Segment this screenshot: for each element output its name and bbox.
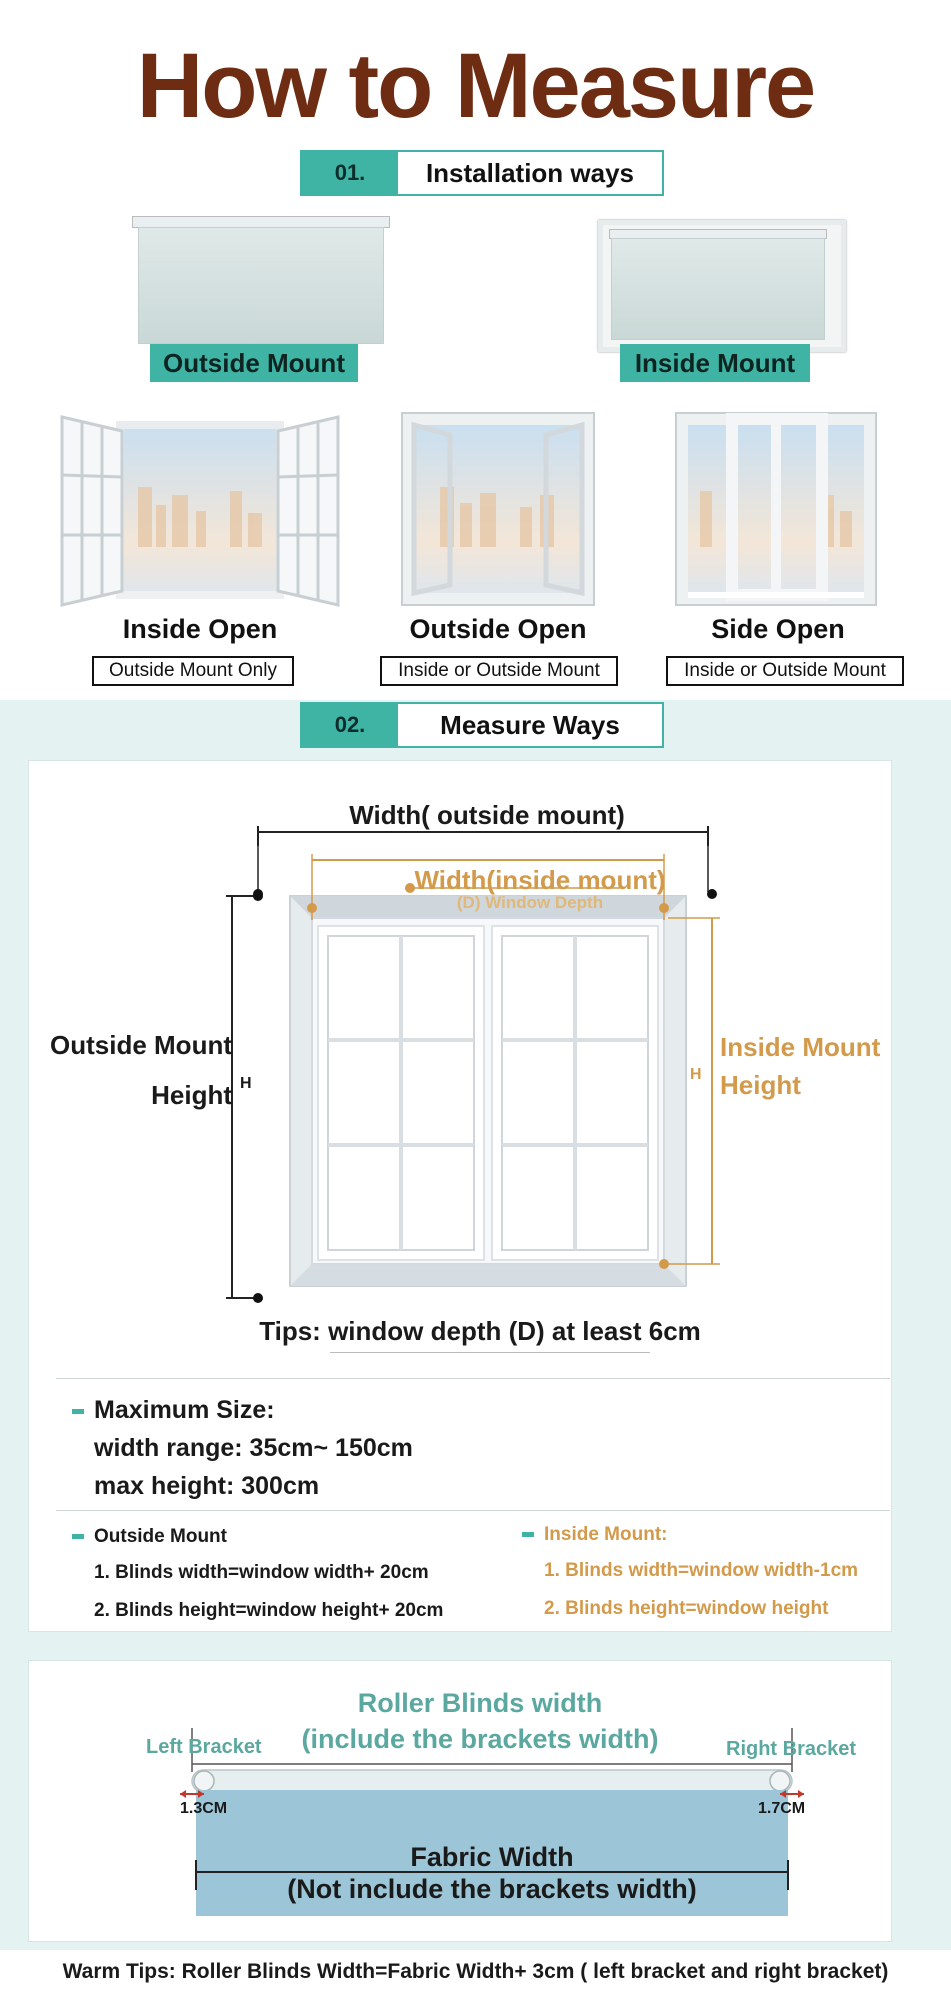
page-title: How to Measure bbox=[136, 35, 816, 137]
window-types-illustration bbox=[60, 412, 877, 607]
inside-open-note: Outside Mount Only bbox=[92, 656, 294, 686]
max-size-heading-text: Maximum Size: bbox=[94, 1396, 275, 1424]
max-height: max height: 300cm bbox=[94, 1472, 320, 1500]
roller-blinds-width-title: Roller Blinds width bbox=[357, 1688, 603, 1718]
roller-blinds-diagram bbox=[180, 1728, 804, 1916]
section-label: Measure Ways bbox=[440, 709, 620, 740]
width-outside-mount-label: Width( outside mount) bbox=[349, 800, 625, 830]
bullet-icon bbox=[72, 1534, 84, 1540]
section-header-installation: 01. Installation ways bbox=[300, 150, 664, 196]
outside-open-label: Outside Open bbox=[409, 614, 587, 644]
max-width-range: width range: 35cm~ 150cm bbox=[94, 1434, 413, 1462]
section-header-measure: 02. Measure Ways bbox=[300, 702, 664, 748]
left-bracket-label: Left Bracket bbox=[146, 1736, 262, 1758]
inside-mount-height-label-2: Height bbox=[720, 1070, 801, 1100]
right-bracket-label: Right Bracket bbox=[726, 1738, 857, 1760]
warm-tips: Warm Tips: Roller Blinds Width=Fabric Wi… bbox=[62, 1960, 889, 1983]
outside-open-window bbox=[401, 412, 595, 606]
outside-mount-illustration bbox=[132, 216, 390, 344]
inside-height-h-marker: H bbox=[690, 1066, 702, 1083]
blind-fabric bbox=[138, 227, 384, 344]
measurement-diagram bbox=[226, 826, 720, 1303]
inside-mount-height-label-1: Inside Mount bbox=[720, 1032, 881, 1062]
bullet-icon bbox=[522, 1532, 534, 1538]
inside-open-window bbox=[60, 415, 340, 607]
window-depth-tip: Tips: window depth (D) at least 6cm bbox=[259, 1316, 701, 1346]
side-open-label: Side Open bbox=[711, 614, 845, 644]
outside-mount-width-formula: 1. Blinds width=window width+ 20cm bbox=[94, 1562, 429, 1583]
outside-mount-formula-heading-text: Outside Mount bbox=[94, 1526, 227, 1547]
section-number: 01. bbox=[302, 152, 398, 194]
left-bracket-size: 1.3CM bbox=[180, 1800, 228, 1817]
inside-open-label: Inside Open bbox=[122, 614, 278, 644]
tips-underline bbox=[330, 1352, 650, 1353]
section-label: Installation ways bbox=[425, 157, 635, 188]
outside-mount-formula-heading: Outside Mount bbox=[72, 1526, 227, 1548]
window-depth-label: (D) Window Depth bbox=[456, 893, 604, 912]
fabric-width-label: Fabric Width bbox=[410, 1842, 574, 1872]
max-size-heading: Maximum Size: bbox=[72, 1396, 275, 1425]
outside-mount-height-label-2: Height bbox=[151, 1080, 232, 1110]
roller-blinds-width-subtitle: (include the brackets width) bbox=[301, 1724, 659, 1754]
outside-open-note: Inside or Outside Mount bbox=[380, 656, 618, 686]
inside-mount-illustration bbox=[598, 220, 846, 352]
side-open-note: Inside or Outside Mount bbox=[666, 656, 904, 686]
inside-mount-height-formula: 2. Blinds height=window height bbox=[544, 1598, 829, 1619]
outside-mount-height-formula: 2. Blinds height=window height+ 20cm bbox=[94, 1600, 444, 1621]
inside-mount-formula-heading-text: Inside Mount: bbox=[544, 1524, 668, 1545]
divider bbox=[56, 1510, 890, 1511]
divider bbox=[56, 1378, 890, 1379]
inside-mount-width-formula: 1. Blinds width=window width-1cm bbox=[544, 1560, 859, 1581]
outside-height-h-marker: H bbox=[240, 1075, 252, 1092]
inside-mount-formula-heading: Inside Mount: bbox=[522, 1524, 667, 1546]
fabric-width-note: (Not include the brackets width) bbox=[287, 1874, 697, 1904]
right-bracket-size: 1.7CM bbox=[758, 1800, 806, 1817]
bullet-icon bbox=[72, 1408, 84, 1414]
outside-mount-label: Outside Mount bbox=[150, 344, 358, 382]
side-open-window bbox=[675, 412, 877, 606]
section-number: 02. bbox=[302, 704, 398, 746]
outside-mount-height-label-1: Outside Mount bbox=[50, 1030, 232, 1060]
inside-mount-label: Inside Mount bbox=[620, 344, 810, 382]
width-inside-mount-label: Width(inside mount) bbox=[414, 865, 666, 895]
blind-fabric bbox=[611, 238, 825, 340]
